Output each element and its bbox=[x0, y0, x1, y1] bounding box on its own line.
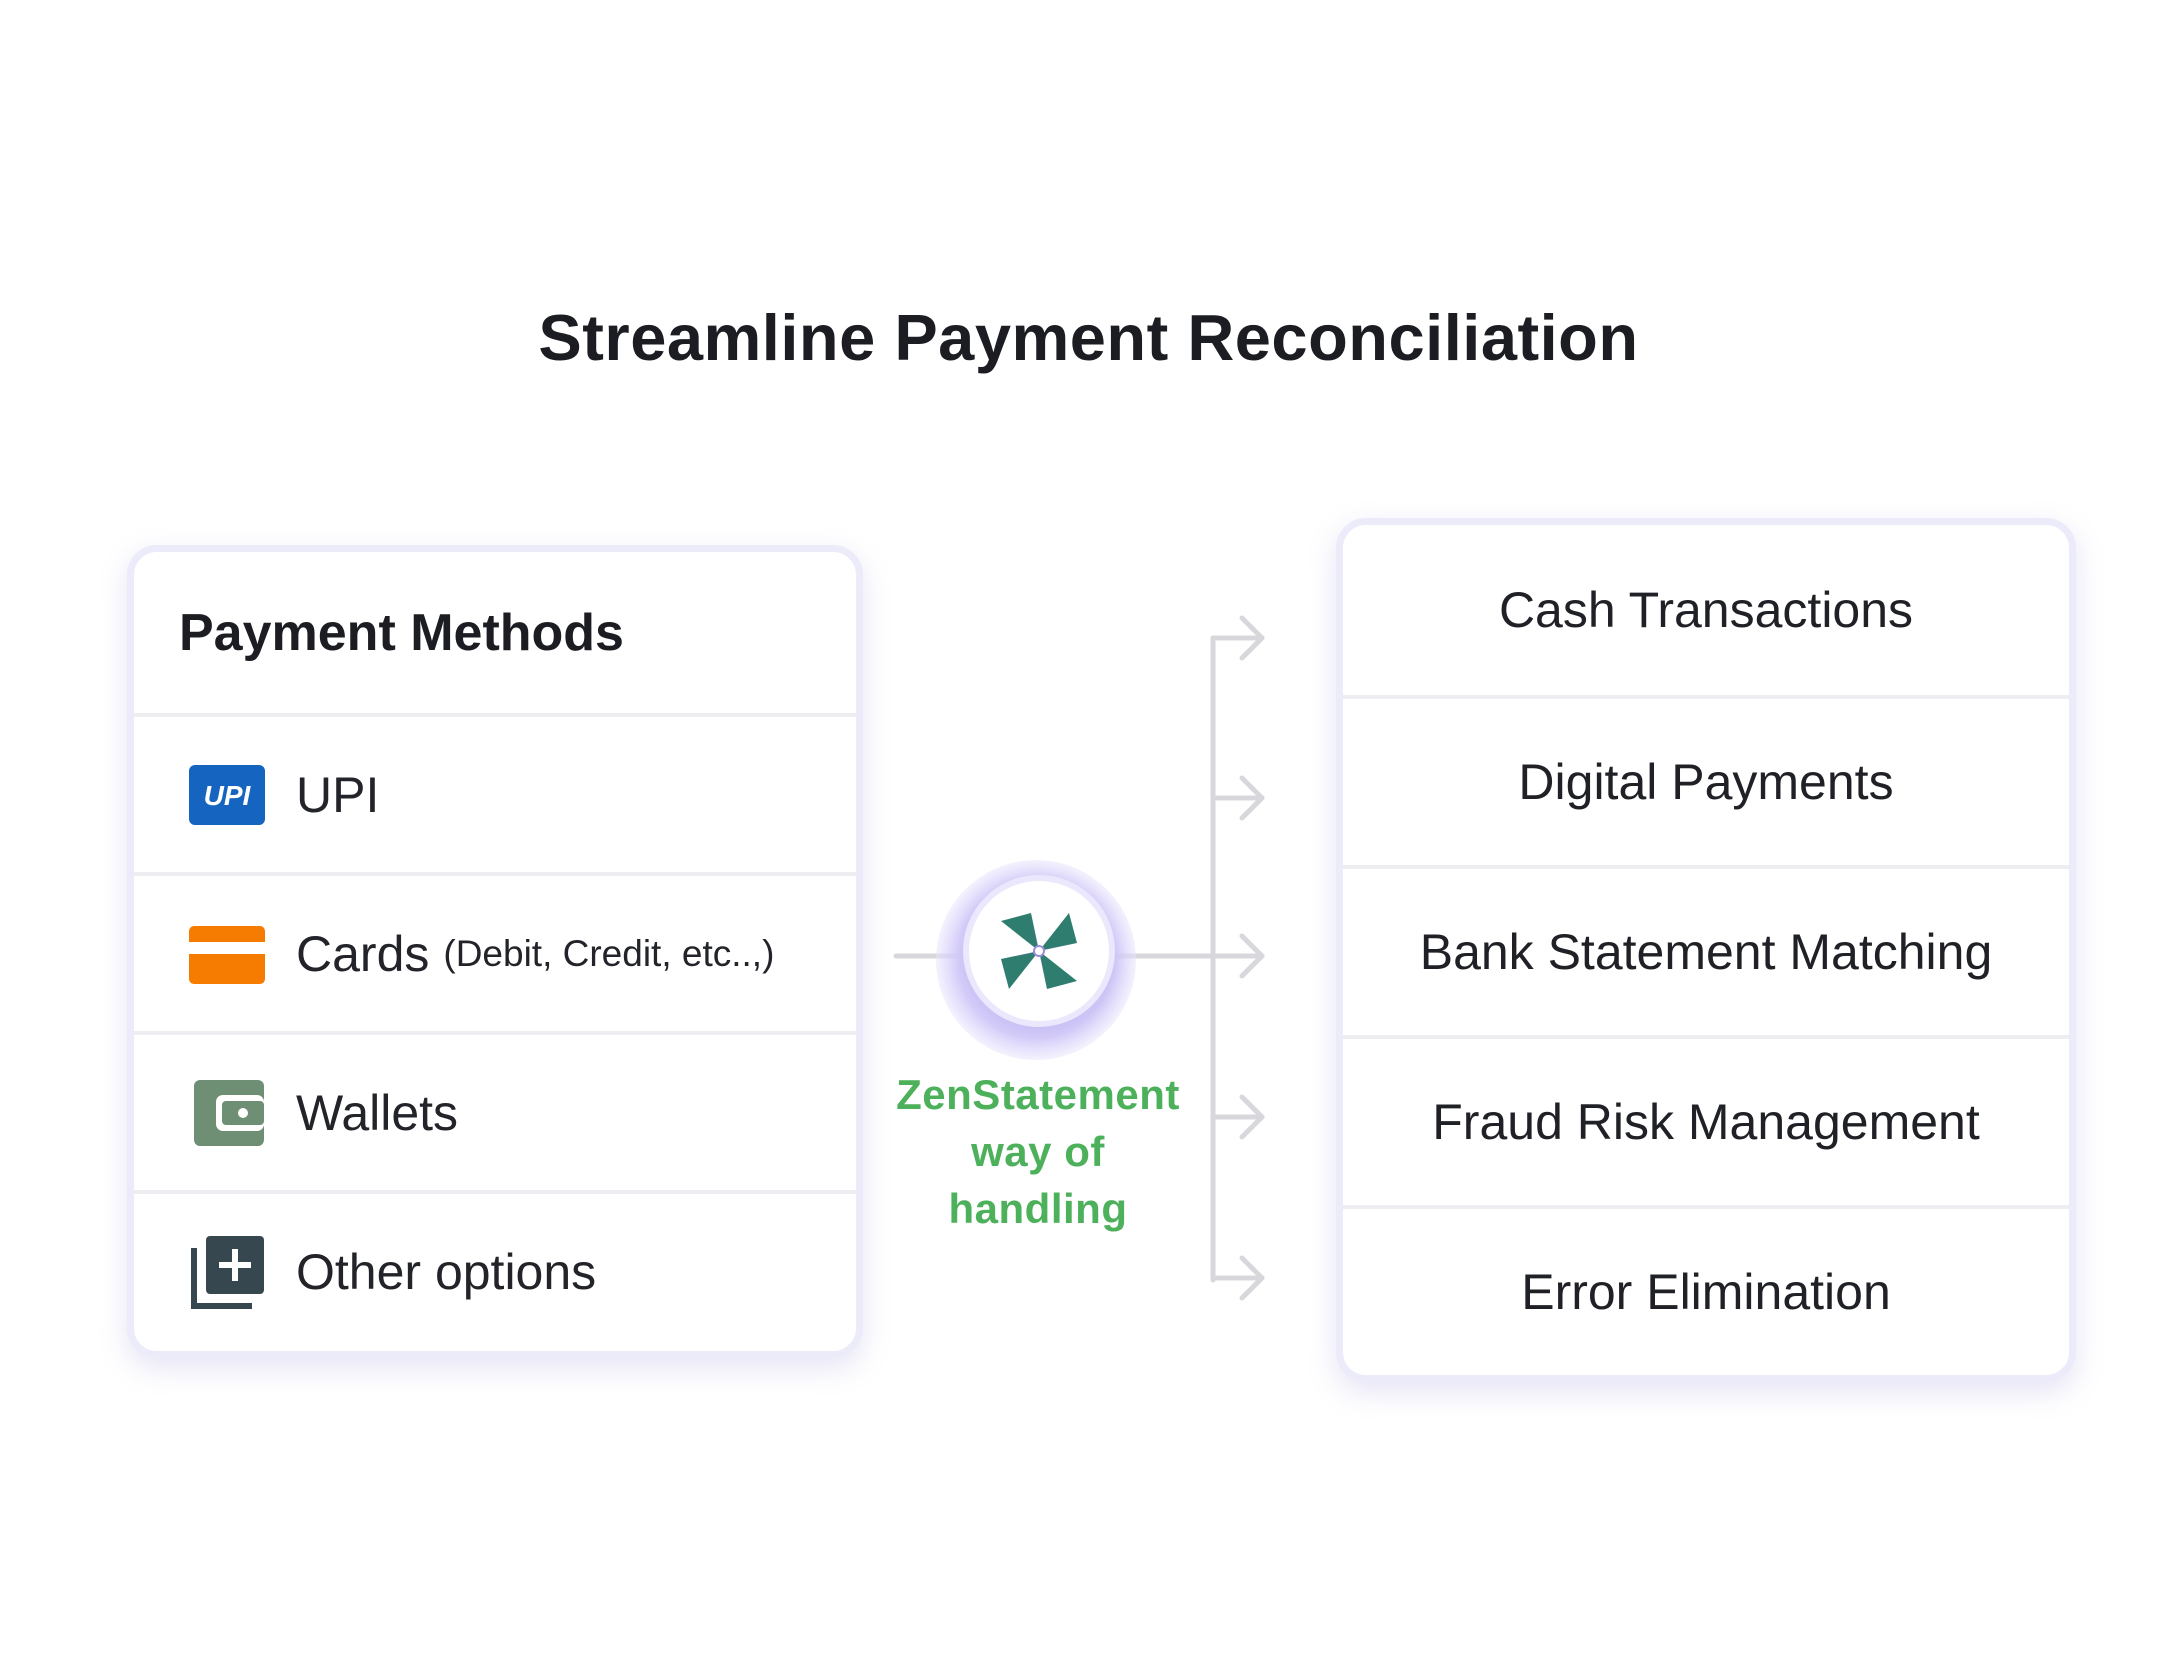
payment-method-wallets: Wallets bbox=[134, 1031, 856, 1190]
hub-caption: ZenStatement way of handling bbox=[868, 1066, 1208, 1237]
page-title: Streamline Payment Reconciliation bbox=[538, 301, 1639, 374]
payment-method-label: Wallets bbox=[296, 1084, 459, 1141]
hub-caption-line: handling bbox=[948, 1185, 1128, 1232]
outcome-error-elimination: Error Elimination bbox=[1343, 1205, 2069, 1375]
hub-caption-line: way of bbox=[971, 1128, 1105, 1175]
payment-method-label: UPI bbox=[296, 766, 380, 823]
outcome-bank-statement-matching: Bank Statement Matching bbox=[1343, 865, 2069, 1035]
hub-caption-line: ZenStatement bbox=[896, 1071, 1180, 1118]
payment-methods-card: Payment Methods UPI UPI Cards (Debit, Cr… bbox=[127, 545, 863, 1358]
arrow-to-digital-payments bbox=[1210, 775, 1265, 821]
payment-method-upi: UPI UPI bbox=[134, 713, 856, 872]
upi-logo-icon: UPI bbox=[188, 764, 266, 826]
payment-method-other-options: Other options bbox=[134, 1190, 856, 1349]
pinwheel-logo-icon bbox=[1001, 913, 1077, 989]
outcome-cash-transactions: Cash Transactions bbox=[1498, 582, 1914, 638]
svg-text:UPI: UPI bbox=[204, 780, 252, 811]
payment-method-label: Other options bbox=[296, 1243, 597, 1300]
arrow-to-cash-transactions bbox=[1210, 615, 1265, 661]
wallet-icon bbox=[188, 1079, 266, 1146]
arrow-to-error-elimination bbox=[1210, 1255, 1265, 1301]
add-library-icon bbox=[188, 1235, 266, 1309]
payment-methods-header: Payment Methods bbox=[179, 603, 624, 662]
outcomes-card: Cash Transactions Digital Payments Bank … bbox=[1336, 518, 2076, 1382]
payment-method-label: Cards bbox=[296, 925, 430, 982]
credit-card-icon bbox=[188, 923, 266, 985]
payment-method-sublabel: (Debit, Credit, etc..,) bbox=[443, 932, 775, 974]
outcome-fraud-risk-management: Fraud Risk Management bbox=[1343, 1035, 2069, 1205]
arrow-to-fraud-risk-management bbox=[1210, 1094, 1265, 1140]
outcome-digital-payments: Digital Payments bbox=[1343, 695, 2069, 865]
arrow-to-bank-statement-matching bbox=[1210, 933, 1265, 979]
zenstatement-hub bbox=[963, 875, 1115, 1027]
payment-method-cards: Cards (Debit, Credit, etc..,) bbox=[134, 872, 856, 1031]
